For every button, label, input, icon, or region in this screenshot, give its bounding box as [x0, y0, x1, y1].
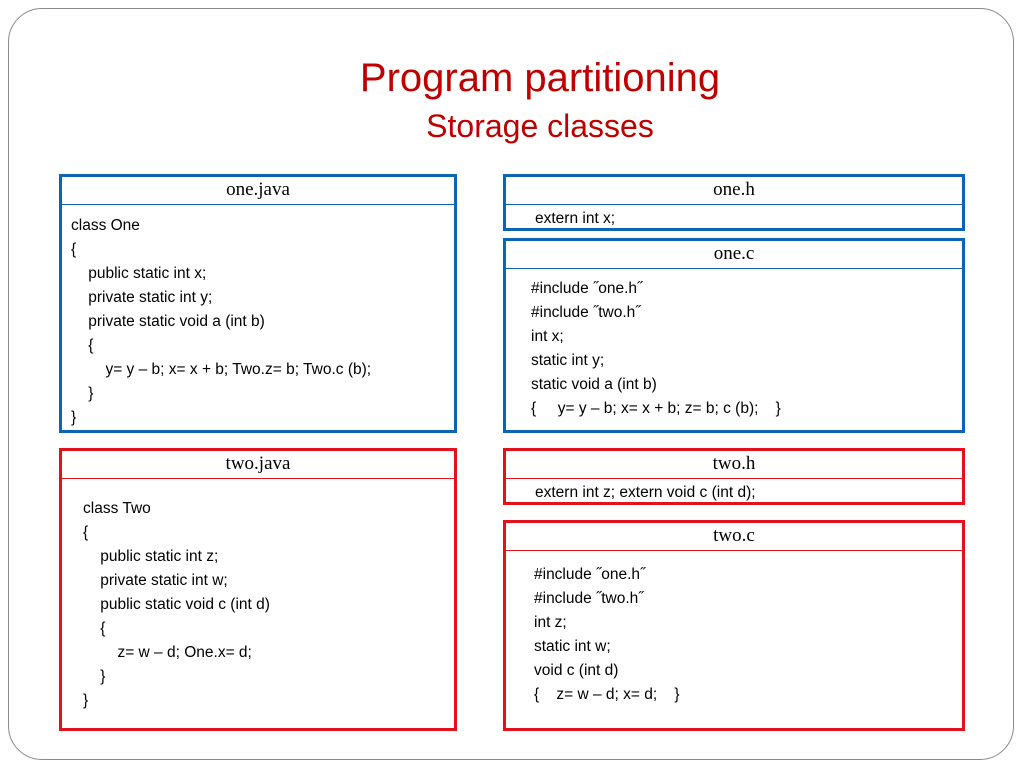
code-line: void c (int d) [534, 662, 619, 679]
code-line: #include ˝two.h˝ [534, 590, 644, 607]
code-line: static int w; [534, 638, 611, 655]
panel-two-h-header: two.h [506, 451, 962, 479]
panel-one-c-code: #include ˝one.h˝ #include ˝two.h˝ int x; st… [531, 277, 781, 421]
code-line: y= y – b; x= x + b; Two.z= b; Two.c (b); [71, 361, 372, 378]
panel-one-c: one.c #include ˝one.h˝ #include ˝two.h˝ in… [503, 238, 965, 433]
code-line: { y= y – b; x= x + b; z= b; c (b); } [531, 400, 781, 417]
panel-two-java-code: class Two { public static int z; private … [83, 497, 270, 713]
slide-title: Program partitioning [359, 56, 721, 100]
code-line: } [83, 692, 89, 709]
panel-one-java: one.java class One { public static int x;… [59, 174, 457, 433]
panel-one-java-code: class One { public static int x; private … [71, 214, 371, 430]
panel-two-java-header: two.java [62, 451, 454, 479]
code-line: extern int x; [535, 210, 616, 227]
code-line: #include ˝one.h˝ [531, 280, 643, 297]
code-line: { [71, 337, 94, 354]
code-line: public static int x; [71, 265, 207, 282]
code-line: class One [71, 217, 140, 234]
code-line: static int y; [531, 352, 605, 369]
panel-one-h: one.h extern int x; [503, 174, 965, 231]
panel-two-java: two.java class Two { public static int z;… [59, 448, 457, 731]
code-line: #include ˝two.h˝ [531, 304, 641, 321]
panel-two-h: two.h extern int z; extern void c (int d… [503, 448, 965, 505]
code-line: private static int w; [83, 572, 228, 589]
code-line: int x; [531, 328, 564, 345]
code-line: public static void c (int d) [83, 596, 270, 613]
code-line: extern int z; extern void c (int d); [535, 484, 756, 501]
code-line: { [83, 620, 106, 637]
code-line: } [83, 668, 106, 685]
panel-two-c-header: two.c [506, 523, 962, 551]
code-line: { [71, 241, 77, 258]
code-line: private static void a (int b) [71, 313, 265, 330]
panel-one-java-header: one.java [62, 177, 454, 205]
panel-one-c-header: one.c [506, 241, 962, 269]
code-line: } [71, 385, 94, 402]
panel-two-c: two.c #include ˝one.h˝ #include ˝two.h˝ in… [503, 520, 965, 731]
code-line: int z; [534, 614, 567, 631]
panel-two-c-code: #include ˝one.h˝ #include ˝two.h˝ int z; st… [534, 563, 680, 707]
code-line: z= w – d; One.x= d; [83, 644, 252, 661]
code-line: static void a (int b) [531, 376, 657, 393]
code-line: private static int y; [71, 289, 213, 306]
code-line: } [71, 409, 77, 426]
code-line: class Two [83, 500, 151, 517]
code-line: { z= w – d; x= d; } [534, 686, 680, 703]
code-line: public static int z; [83, 548, 219, 565]
code-line: { [83, 524, 89, 541]
slide-frame [8, 8, 1014, 760]
panel-one-h-header: one.h [506, 177, 962, 205]
slide-subtitle: Storage classes [426, 108, 654, 144]
code-line: #include ˝one.h˝ [534, 566, 646, 583]
